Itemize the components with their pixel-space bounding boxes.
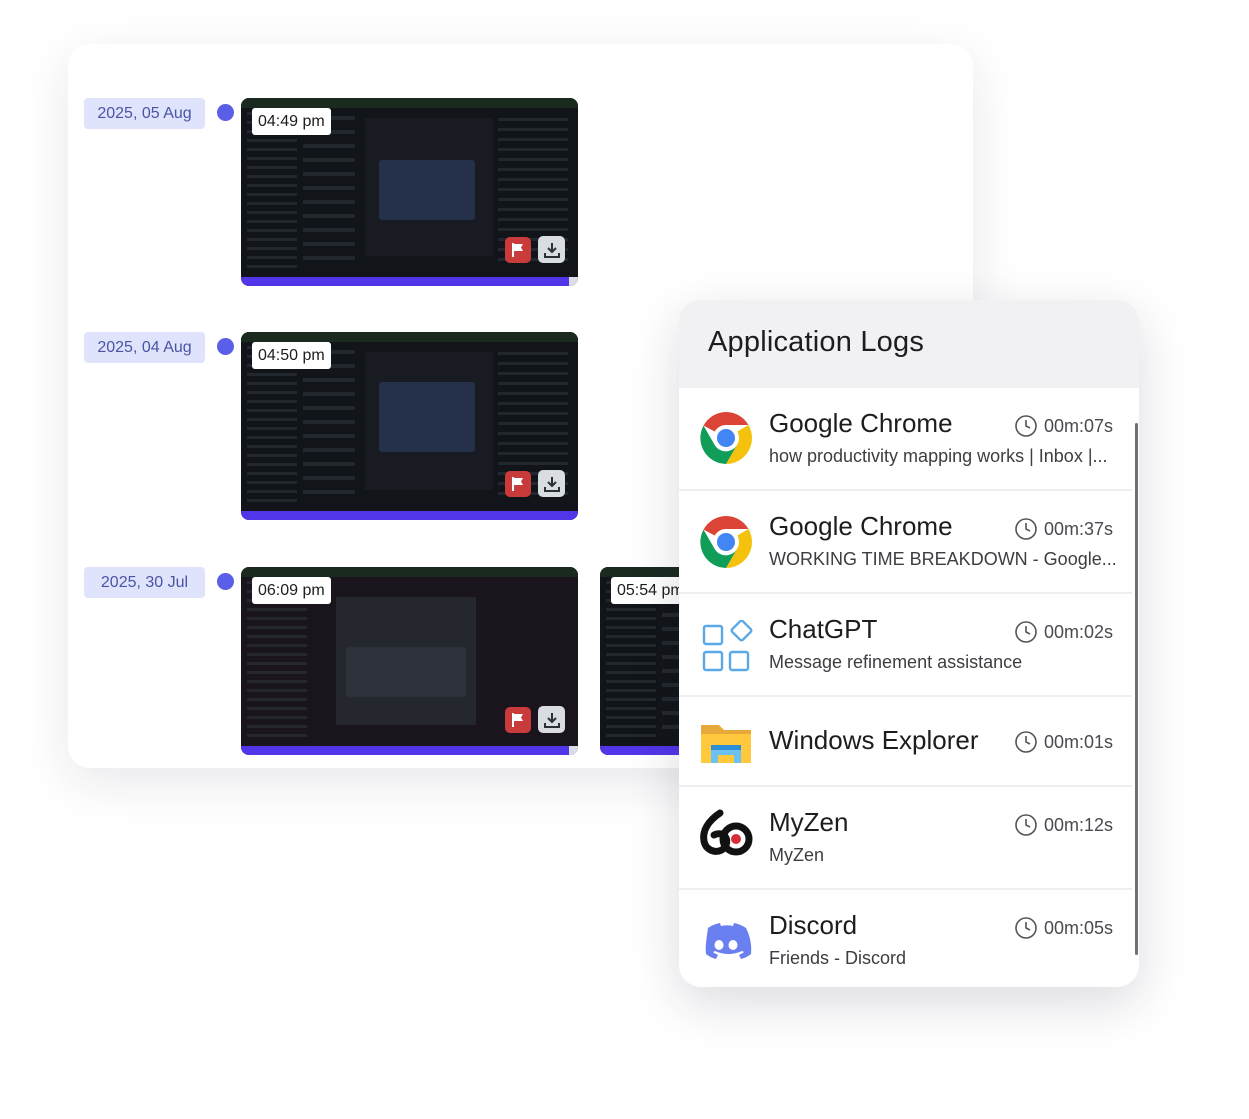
chrome-icon xyxy=(700,412,752,464)
log-item[interactable]: Google Chrome WORKING TIME BREAKDOWN - G… xyxy=(679,491,1132,594)
screenshot-time: 06:09 pm xyxy=(252,577,331,604)
download-icon xyxy=(543,242,560,258)
myzen-logo-icon xyxy=(700,809,753,856)
app-name: Windows Explorer xyxy=(769,725,979,755)
duration: 00m:12s xyxy=(1014,813,1113,837)
flag-button[interactable] xyxy=(505,237,531,263)
duration-value: 00m:01s xyxy=(1044,731,1114,752)
logs-scrollbar[interactable] xyxy=(1135,423,1138,955)
flag-button[interactable] xyxy=(505,707,531,733)
flag-button[interactable] xyxy=(505,471,531,497)
download-icon xyxy=(543,476,560,492)
date-pill: 2025, 30 Jul xyxy=(84,567,205,598)
log-list: Google Chrome how productivity mapping w… xyxy=(679,388,1132,987)
download-icon xyxy=(543,712,560,728)
screenshot-thumbnail[interactable]: 06:09 pm xyxy=(241,567,578,755)
screenshot-time: 04:49 pm xyxy=(252,108,331,135)
log-item[interactable]: Discord Friends - Discord 00m:05s xyxy=(679,890,1132,987)
duration: 00m:07s xyxy=(1014,414,1113,438)
logs-title: Application Logs xyxy=(708,326,925,358)
log-item[interactable]: ChatGPT Message refinement assistance 00… xyxy=(679,594,1132,697)
clock-icon xyxy=(1015,731,1037,753)
duration-value: 00m:02s xyxy=(1044,621,1114,642)
screenshot-time: 04:50 pm xyxy=(252,342,331,369)
date-pill: 2025, 04 Aug xyxy=(84,332,205,363)
clock-icon xyxy=(1015,814,1037,836)
app-name: Google Chrome xyxy=(769,408,953,438)
screenshot-thumbnail[interactable]: 04:49 pm xyxy=(241,98,578,286)
duration-value: 00m:12s xyxy=(1044,814,1114,835)
window-title: MyZen xyxy=(769,845,825,865)
discord-icon xyxy=(705,923,752,959)
duration-value: 00m:07s xyxy=(1044,415,1114,436)
flag-icon xyxy=(512,477,523,491)
application-logs-panel: Application Logs Google Chrome how produ… xyxy=(679,300,1139,987)
timeline-dot xyxy=(217,338,234,355)
app-name: ChatGPT xyxy=(769,614,878,644)
log-item[interactable]: Google Chrome how productivity mapping w… xyxy=(679,388,1132,491)
window-title: WORKING TIME BREAKDOWN - Google... xyxy=(769,549,1117,569)
timeline-row: 2025, 05 Aug 04:49 pm xyxy=(68,98,973,288)
chrome-icon xyxy=(700,516,752,568)
download-button[interactable] xyxy=(538,236,565,263)
flag-icon xyxy=(512,713,523,727)
logs-header: Application Logs xyxy=(679,300,1139,388)
timeline-row: 2025, 04 Aug 04:50 pm xyxy=(68,332,973,522)
log-item[interactable]: MyZen MyZen 00m:12s xyxy=(679,787,1132,890)
duration-value: 00m:05s xyxy=(1044,917,1114,938)
duration: 00m:37s xyxy=(1014,517,1113,541)
window-title: Friends - Discord xyxy=(769,948,907,968)
download-button[interactable] xyxy=(538,706,565,733)
app-name: MyZen xyxy=(769,807,849,837)
duration: 00m:02s xyxy=(1014,620,1113,644)
date-pill: 2025, 05 Aug xyxy=(84,98,205,129)
flag-icon xyxy=(512,243,523,257)
log-item[interactable]: Windows Explorer 00m:01s xyxy=(679,697,1132,787)
clock-icon xyxy=(1015,621,1037,643)
window-title: how productivity mapping works | Inbox |… xyxy=(769,446,1108,466)
clock-icon xyxy=(1015,415,1037,437)
timeline-dot xyxy=(217,573,234,590)
app-grid-icon xyxy=(702,620,753,672)
folder-icon xyxy=(701,725,751,763)
window-title: Message refinement assistance xyxy=(769,652,1023,672)
screenshot-time: 05:54 pm xyxy=(611,577,690,604)
timeline-dot xyxy=(217,104,234,121)
activity-bar xyxy=(241,277,569,286)
clock-icon xyxy=(1015,917,1037,939)
duration: 00m:01s xyxy=(1014,730,1113,754)
duration-value: 00m:37s xyxy=(1044,518,1114,539)
duration: 00m:05s xyxy=(1014,916,1113,940)
app-name: Discord xyxy=(769,910,858,940)
clock-icon xyxy=(1015,518,1037,540)
activity-bar xyxy=(241,511,578,520)
activity-bar xyxy=(241,746,569,755)
app-name: Google Chrome xyxy=(769,511,953,541)
screenshot-thumbnail[interactable]: 04:50 pm xyxy=(241,332,578,520)
download-button[interactable] xyxy=(538,470,565,497)
